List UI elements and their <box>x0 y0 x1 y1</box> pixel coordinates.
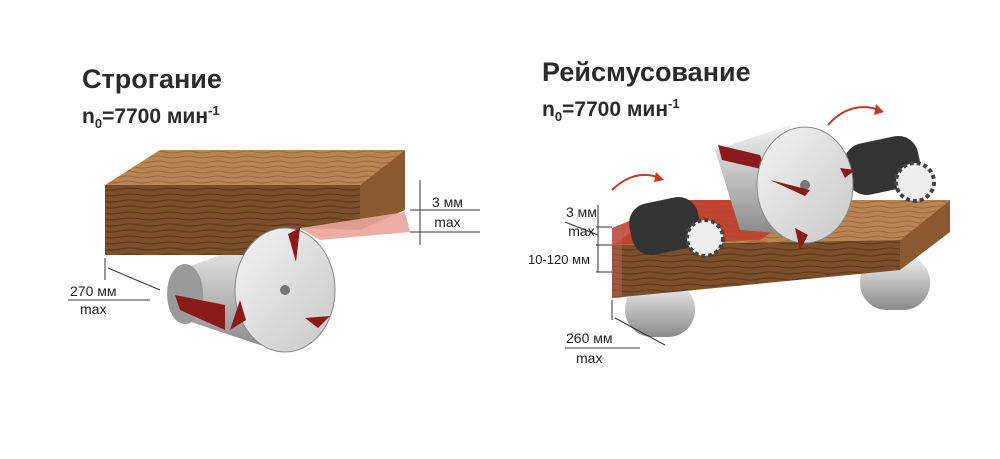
depth-max: max <box>434 214 461 230</box>
depth-value: 3 мм <box>432 194 463 210</box>
rotation-arrow-right <box>827 106 881 126</box>
thicknessing-board-front <box>612 240 900 298</box>
width-max: max <box>576 350 603 366</box>
lower-roller-front <box>625 282 695 337</box>
speed-superscript: -1 <box>208 103 220 118</box>
thicknessing-illustration <box>564 104 950 349</box>
feed-roller-right <box>844 135 936 203</box>
planing-width-label: 270 мм max <box>70 283 117 317</box>
thicknessing-board-end <box>900 200 950 270</box>
thicknessing-width-label: 260 мм max <box>566 330 613 366</box>
speed-subscript: 0 <box>94 116 103 132</box>
speed-subscript: 0 <box>554 109 563 125</box>
speed-symbol: n <box>542 98 555 121</box>
width-max: max <box>80 301 107 317</box>
planing-cut-zone <box>300 212 410 240</box>
depth-value: 3 мм <box>566 204 597 220</box>
planing-depth-label: 3 мм max <box>432 194 463 230</box>
speed-value: =7700 мин <box>102 105 209 128</box>
depth-max: max <box>568 223 595 239</box>
rotation-arrow-left <box>611 174 661 191</box>
speed-symbol: n <box>82 105 95 128</box>
planing-title: Строгание <box>82 64 222 94</box>
planing-speed: n0=7700 мин-1 <box>82 103 220 131</box>
speed-value: =7700 мин <box>562 98 669 121</box>
thickness-range-label: 10-120 мм <box>528 252 590 267</box>
planing-illustration <box>68 150 480 353</box>
planing-board-front <box>105 185 360 255</box>
thicknessing-depth-label: 3 мм max <box>566 204 597 239</box>
planing-board-end <box>360 150 405 230</box>
speed-superscript: -1 <box>668 96 680 111</box>
thicknessing-title: Рейсмусование <box>542 57 751 87</box>
thicknessing-speed: n0=7700 мин-1 <box>542 96 680 124</box>
feed-roller-left <box>629 197 725 258</box>
planing-board-top <box>105 150 405 185</box>
width-value: 270 мм <box>70 283 117 299</box>
width-value: 260 мм <box>566 330 613 346</box>
